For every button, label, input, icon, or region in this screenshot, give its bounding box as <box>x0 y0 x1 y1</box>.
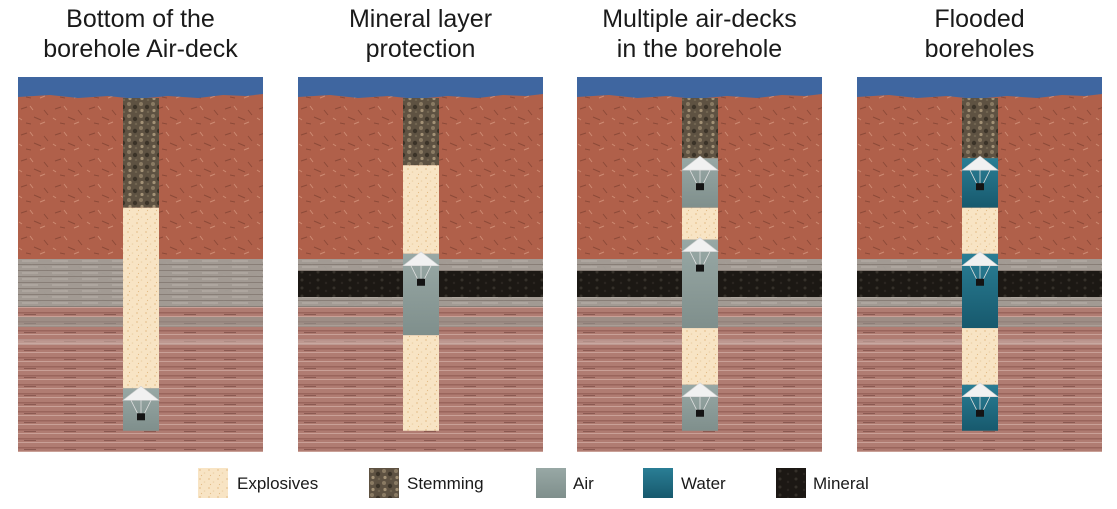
legend-label: Explosives <box>237 474 319 493</box>
explosives-swatch <box>198 468 228 498</box>
panel-title-line-2: boreholes <box>924 35 1035 63</box>
gas-bag-plug-icon <box>961 251 999 286</box>
panel-title-line-2: protection <box>365 35 476 63</box>
borehole-cross-section <box>298 77 543 452</box>
borehole-cross-section <box>857 77 1102 452</box>
gas-bag-plug-icon <box>961 155 999 191</box>
legend-label: Air <box>573 474 594 493</box>
stemming-swatch <box>369 468 399 498</box>
gas-bag-plug-icon <box>681 155 719 191</box>
panel-mineral-layer-protection: Mineral layer protection <box>298 0 543 452</box>
borehole-cross-section <box>18 77 263 452</box>
gas-bag-plug-icon <box>402 251 440 286</box>
sky <box>577 77 822 99</box>
panel-multiple-air-decks: Multiple air-decks in the borehole <box>577 0 822 452</box>
panel-title: Flooded boreholes <box>837 4 1117 64</box>
panel-title: Multiple air-decks in the borehole <box>557 4 842 64</box>
panel-title-line-1: Bottom of the <box>66 5 215 33</box>
explosives-segment <box>962 207 998 254</box>
sky <box>298 77 543 99</box>
panel-flooded-boreholes: Flooded boreholes <box>857 0 1102 452</box>
water-swatch <box>643 468 673 498</box>
panel-title-line-2: in the borehole <box>616 35 783 63</box>
legend-label: Water <box>681 474 726 493</box>
sky <box>857 77 1102 99</box>
explosives-segment <box>403 165 439 254</box>
gas-bag-plug-icon <box>681 237 719 272</box>
stemming-segment <box>123 98 159 208</box>
panel-title-line-2: borehole Air-deck <box>43 35 238 63</box>
panel-bottom-air-deck: Bottom of the borehole Air-deck <box>18 0 263 452</box>
legend: Explosives Stemming Air Water Mineral <box>0 466 1117 500</box>
stemming-segment <box>962 98 998 159</box>
panel-title: Mineral layer protection <box>278 4 563 64</box>
legend-label: Stemming <box>407 474 484 493</box>
explosives-segment <box>682 328 718 385</box>
explosives-segment <box>682 207 718 240</box>
stemming-segment <box>682 98 718 159</box>
panel-title-line-1: Multiple air-decks <box>602 5 797 33</box>
mineral-swatch <box>776 468 806 498</box>
legend-label: Mineral <box>813 474 869 493</box>
gas-bag-plug-icon <box>122 385 160 421</box>
sky <box>18 77 263 99</box>
panel-title-line-1: Mineral layer <box>348 5 493 33</box>
panel-title: Bottom of the borehole Air-deck <box>0 4 283 64</box>
panel-title-line-1: Flooded <box>934 5 1025 33</box>
stemming-segment <box>403 98 439 166</box>
explosives-segment <box>962 328 998 385</box>
explosives-segment <box>403 335 439 431</box>
air-swatch <box>536 468 566 498</box>
borehole-cross-section <box>577 77 822 452</box>
gas-bag-plug-icon <box>961 382 999 417</box>
gas-bag-plug-icon <box>681 382 719 417</box>
explosives-segment <box>123 207 159 389</box>
